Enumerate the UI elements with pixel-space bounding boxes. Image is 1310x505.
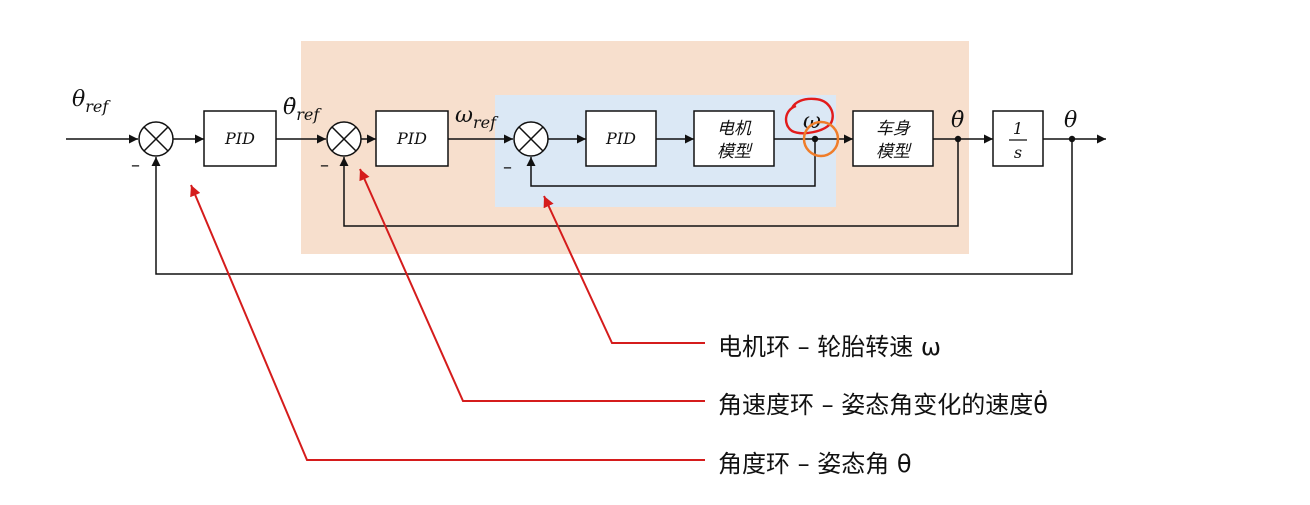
svg-text:车身: 车身 xyxy=(876,119,911,139)
angle-loop-pointer xyxy=(190,184,705,461)
pid-block-rate: PID xyxy=(375,110,449,167)
inner-loop-region xyxy=(495,95,836,207)
svg-text:模型: 模型 xyxy=(717,142,753,162)
theta-ref-label: θref xyxy=(72,87,111,116)
svg-text:1: 1 xyxy=(1013,119,1023,138)
omega-ref-label: ωref xyxy=(455,103,499,132)
branch-dot-omega xyxy=(811,135,819,143)
middle-feedback-line xyxy=(339,139,959,227)
handwritten-red-circle xyxy=(784,97,834,135)
orange-highlight-circle xyxy=(802,120,840,158)
outer-feedback-line xyxy=(151,139,1073,275)
integrator-block: 1 s xyxy=(992,110,1044,167)
branch-dot-thetadot xyxy=(954,135,962,143)
svg-text:PID: PID xyxy=(224,129,255,148)
body-model-block: 车身 模型 xyxy=(852,110,934,167)
sum-junction-2 xyxy=(326,121,362,157)
svg-text:电机: 电机 xyxy=(717,119,752,139)
svg-text:s: s xyxy=(1014,143,1022,162)
sum-junction-3 xyxy=(513,121,549,157)
svg-text:PID: PID xyxy=(605,129,636,148)
svg-text:PID: PID xyxy=(396,129,427,148)
minus-sign-1: – xyxy=(131,155,140,176)
thetadot-ref-label: θ̇ref xyxy=(283,95,322,124)
sum-junction-1 xyxy=(138,121,174,157)
minus-sign-2: – xyxy=(320,155,329,176)
inner-feedback-line xyxy=(526,139,816,187)
thetadot-label: θ̇ xyxy=(951,108,964,133)
pid-block-angle: PID xyxy=(203,110,277,167)
minus-sign-3: – xyxy=(503,157,512,178)
svg-text:模型: 模型 xyxy=(876,142,912,162)
branch-dot-theta xyxy=(1068,135,1076,143)
rate-loop-annotation: 角速度环 – 姿态角变化的速度θ̇ xyxy=(718,391,1048,419)
rate-loop-pointer xyxy=(359,168,705,402)
angle-loop-annotation: 角度环 – 姿态角 θ xyxy=(718,450,912,478)
motor-loop-pointer xyxy=(543,195,705,344)
pid-block-motor: PID xyxy=(585,110,657,167)
motor-model-block: 电机 模型 xyxy=(693,110,775,167)
theta-label: θ xyxy=(1064,108,1077,133)
motor-loop-annotation: 电机环 – 轮胎转速 ω xyxy=(718,333,941,361)
